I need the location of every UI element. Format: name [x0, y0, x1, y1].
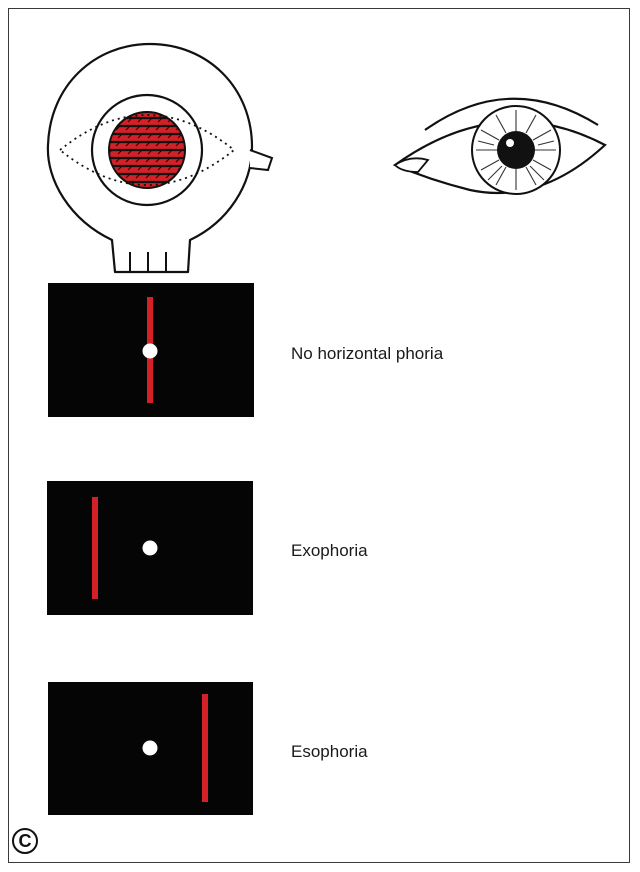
fixation-light	[143, 344, 158, 359]
eye-icon	[395, 99, 605, 194]
label-esophoria: Esophoria	[291, 742, 368, 762]
maddox-rod-occluder-icon	[48, 44, 272, 272]
maddox-card-no-phoria	[48, 283, 254, 417]
fixation-light	[143, 741, 158, 756]
label-no-horizontal-phoria: No horizontal phoria	[291, 344, 443, 364]
maddox-card-exophoria	[47, 481, 253, 615]
red-streak	[92, 497, 98, 599]
red-streak	[202, 694, 208, 802]
fixation-light	[143, 541, 158, 556]
label-exophoria: Exophoria	[291, 541, 368, 561]
maddox-card-esophoria	[48, 682, 253, 815]
panel-letter-badge: C	[12, 828, 38, 854]
